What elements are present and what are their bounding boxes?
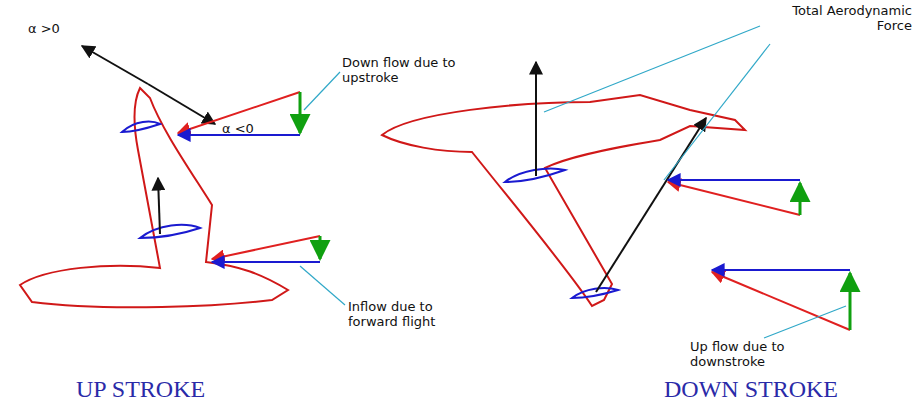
leader-line (764, 306, 846, 338)
panel-caption: DOWN STROKE (664, 376, 904, 404)
velocity-vector (668, 179, 800, 181)
angle-label: α >0 (28, 22, 88, 37)
force-arrow (535, 62, 537, 176)
leader-line (304, 72, 340, 110)
velocity-vector (299, 92, 302, 133)
velocity-vector (799, 183, 802, 215)
angle-label: α <0 (222, 122, 282, 137)
leader-line (664, 44, 770, 180)
panel-caption: UP STROKE (76, 376, 276, 404)
alpha-line (82, 46, 148, 84)
velocity-vector (212, 236, 320, 259)
velocity-vector (668, 182, 800, 215)
velocity-vector (849, 273, 852, 330)
flow-label: Down flow due to upstroke (342, 56, 467, 86)
bird-outline (382, 95, 745, 306)
flow-label: Up flow due to downstroke (690, 340, 830, 370)
wing-section (122, 122, 160, 132)
force-arrow (158, 178, 160, 234)
velocity-vector (319, 236, 322, 259)
velocity-vector (712, 272, 850, 330)
wing-section (140, 225, 200, 238)
velocity-vector (212, 261, 320, 263)
leader-line (300, 266, 345, 305)
wing-section (572, 288, 618, 298)
force-arrow (596, 118, 706, 292)
flow-label: Inflow due to forward flight (348, 300, 466, 330)
velocity-vector (712, 269, 850, 271)
alpha-line (148, 84, 215, 124)
bird-outline (20, 88, 288, 307)
force-label: Total Aerodynamic Force (762, 4, 912, 34)
